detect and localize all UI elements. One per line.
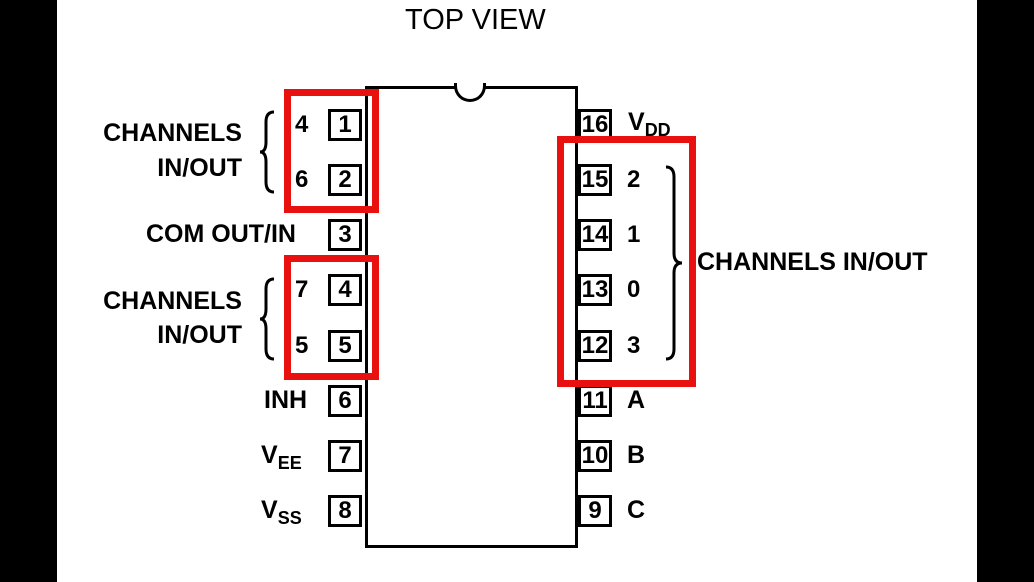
- group-label-line1: CHANNELS: [103, 287, 242, 315]
- pin-10: 10: [578, 440, 612, 472]
- pin-1: 1: [328, 109, 362, 141]
- pin-14: 14: [578, 219, 612, 251]
- highlight-box-left-bottom: [284, 255, 379, 380]
- pin-8: 8: [328, 495, 362, 527]
- pin-label-a: A: [627, 386, 646, 414]
- pin-label-vss: VSS: [261, 496, 302, 528]
- left-top-brace: [259, 110, 275, 194]
- pin-15: 15: [578, 164, 612, 196]
- group-label-line1: CHANNELS: [103, 119, 242, 147]
- group-label-line2: IN/OUT: [157, 321, 242, 349]
- ic-package-body: [365, 86, 578, 548]
- pin-13: 13: [578, 274, 612, 306]
- highlight-box-right: [557, 136, 696, 387]
- pin-label-inh: INH: [264, 386, 308, 414]
- pin-4: 4: [328, 274, 362, 306]
- channel-number: 3: [627, 332, 641, 359]
- left-bottom-brace: [259, 277, 275, 361]
- channel-number: 4: [295, 111, 309, 138]
- pin-9: 9: [578, 495, 612, 527]
- pin-5: 5: [328, 330, 362, 362]
- diagram-title: TOP VIEW: [405, 4, 546, 36]
- pin-2: 2: [328, 164, 362, 196]
- channel-number: 2: [627, 166, 641, 193]
- channel-number: 1: [627, 221, 641, 248]
- pin-12: 12: [578, 330, 612, 362]
- highlight-box-left-top: [284, 89, 379, 213]
- pin-3: 3: [328, 219, 362, 251]
- pin-6: 6: [328, 385, 362, 417]
- pin-label-vee: VEE: [261, 441, 302, 473]
- pin-label-b: B: [627, 441, 646, 469]
- pin-label-vdd: VDD: [628, 108, 671, 140]
- channel-number: 6: [295, 166, 309, 193]
- right-brace: [665, 165, 683, 361]
- ic-orientation-notch: [454, 83, 486, 102]
- pin-11: 11: [578, 385, 612, 417]
- channel-number: 5: [295, 332, 309, 359]
- group-label-right: CHANNELS IN/OUT: [697, 248, 928, 276]
- channel-number: 7: [295, 276, 309, 303]
- pin-label-com: COM OUT/IN: [146, 220, 296, 248]
- group-label-line2: IN/OUT: [157, 154, 242, 182]
- channel-number: 0: [627, 276, 641, 303]
- pin-label-c: C: [627, 496, 646, 524]
- pin-7: 7: [328, 440, 362, 472]
